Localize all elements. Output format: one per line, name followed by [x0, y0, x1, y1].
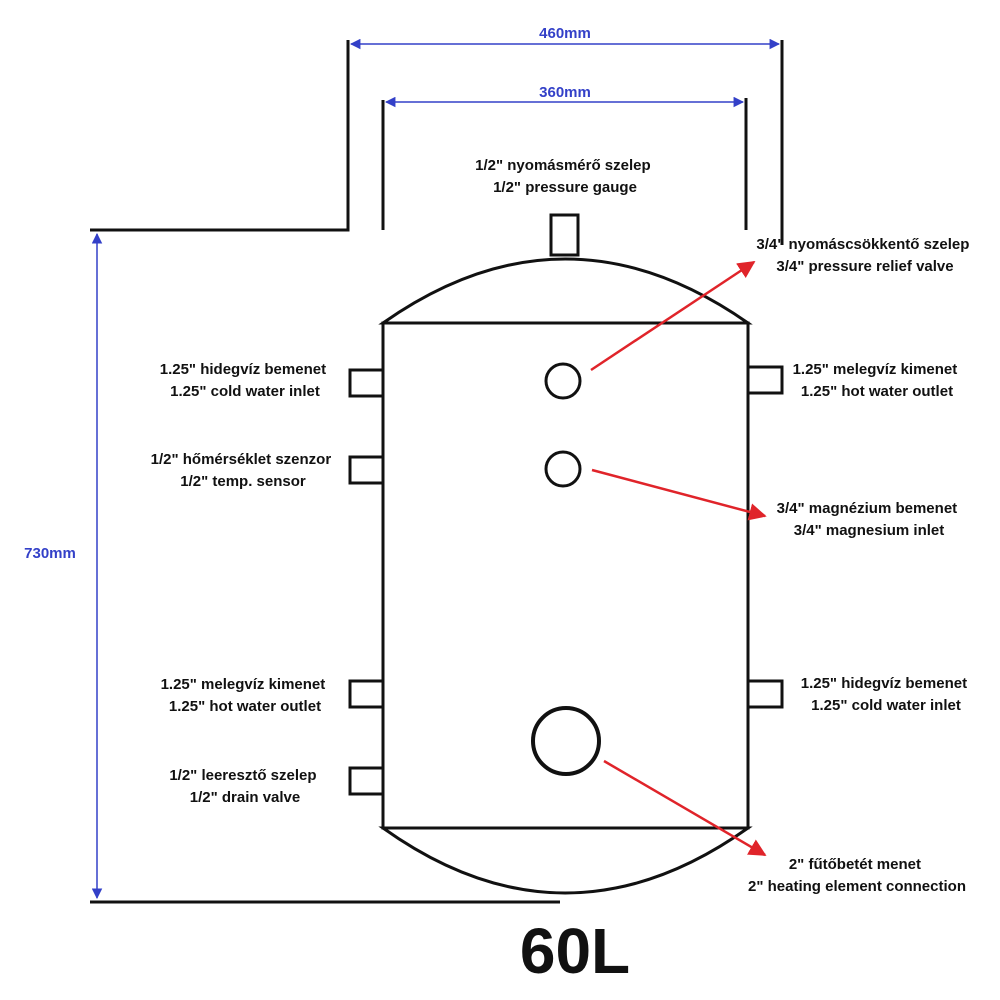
- hot-water-outlet-label-left: 1.25" melegvíz kimenet 1.25" hot water o…: [161, 676, 330, 715]
- cold-water-inlet-stub-left: [348, 368, 385, 398]
- inner-width-label: 360mm: [539, 84, 591, 101]
- relief-valve-label-en: 3/4" pressure relief valve: [776, 258, 953, 275]
- cold-water-inlet-stub-right: [746, 679, 784, 709]
- temp-sensor-label-en: 1/2" temp. sensor: [180, 473, 306, 490]
- heating-element-port: [531, 706, 601, 776]
- drain-valve-stub: [348, 766, 385, 796]
- pressure-gauge-label-en: 1/2" pressure gauge: [493, 179, 637, 196]
- drain-valve-label-en: 1/2" drain valve: [190, 789, 301, 806]
- connection-stubs: [348, 365, 784, 796]
- callout-arrows: [590, 260, 767, 857]
- tank: [378, 213, 753, 895]
- cold-water-inlet-label-left-hu: 1.25" hidegvíz bemenet: [160, 361, 326, 378]
- height-label: 730mm: [24, 545, 76, 562]
- cold-water-inlet-label-right: 1.25" hidegvíz bemenet 1.25" cold water …: [801, 675, 972, 714]
- heating-element-label-hu: 2" fűtőbetét menet: [789, 856, 921, 873]
- temp-sensor-label: 1/2" hőmérséklet szenzor 1/2" temp. sens…: [151, 451, 336, 490]
- tank-bottom-dome: [378, 826, 753, 895]
- outer-width-label: 460mm: [539, 25, 591, 42]
- magnesium-inlet-label-en: 3/4" magnesium inlet: [794, 522, 945, 539]
- relief-valve-label: 3/4" nyomáscsökkentő szelep 3/4" pressur…: [756, 236, 973, 275]
- heating-element-callout: [603, 759, 767, 857]
- relief-valve-callout: [590, 260, 756, 372]
- temp-sensor-label-hu: 1/2" hőmérséklet szenzor: [151, 451, 332, 468]
- heating-element-label-en: 2" heating element connection: [748, 878, 966, 895]
- relief-valve-label-hu: 3/4" nyomáscsökkentő szelep: [756, 236, 969, 253]
- magnesium-port: [544, 450, 582, 488]
- cold-water-inlet-label-right-en: 1.25" cold water inlet: [811, 697, 961, 714]
- front-ports: [531, 362, 601, 776]
- dimension-reference-lines: [90, 40, 784, 904]
- outer-width-left-reference: [90, 40, 350, 232]
- heating-element-label: 2" fűtőbetét menet 2" heating element co…: [748, 856, 966, 895]
- pressure-gauge-port: [549, 213, 580, 257]
- hot-water-outlet-label-left-en: 1.25" hot water outlet: [169, 698, 321, 715]
- hot-water-outlet-label-right-hu: 1.25" melegvíz kimenet: [793, 361, 958, 378]
- magnesium-inlet-label-hu: 3/4" magnézium bemenet: [777, 500, 958, 517]
- hot-water-outlet-stub-left: [348, 679, 385, 709]
- temp-sensor-stub: [348, 455, 385, 485]
- capacity-label: 60L: [520, 915, 630, 987]
- hot-water-outlet-label-left-hu: 1.25" melegvíz kimenet: [161, 676, 326, 693]
- relief-valve-port: [544, 362, 582, 400]
- hot-water-outlet-label-right-en: 1.25" hot water outlet: [801, 383, 953, 400]
- hot-water-outlet-stub-right: [746, 365, 784, 395]
- hot-water-outlet-label-right: 1.25" melegvíz kimenet 1.25" hot water o…: [793, 361, 962, 400]
- drain-valve-label-hu: 1/2" leeresztő szelep: [169, 767, 316, 784]
- dimension-arrows: [91, 38, 781, 900]
- cold-water-inlet-label-right-hu: 1.25" hidegvíz bemenet: [801, 675, 967, 692]
- magnesium-callout: [591, 468, 767, 521]
- tank-top-dome: [378, 257, 753, 325]
- cold-water-inlet-label-left: 1.25" hidegvíz bemenet 1.25" cold water …: [160, 361, 331, 400]
- magnesium-inlet-label: 3/4" magnézium bemenet 3/4" magnesium in…: [777, 500, 962, 539]
- pressure-gauge-label: 1/2" nyomásmérő szelep 1/2" pressure gau…: [475, 157, 655, 196]
- drain-valve-label: 1/2" leeresztő szelep 1/2" drain valve: [169, 767, 320, 806]
- cold-water-inlet-label-left-en: 1.25" cold water inlet: [170, 383, 320, 400]
- pressure-gauge-label-hu: 1/2" nyomásmérő szelep: [475, 157, 651, 174]
